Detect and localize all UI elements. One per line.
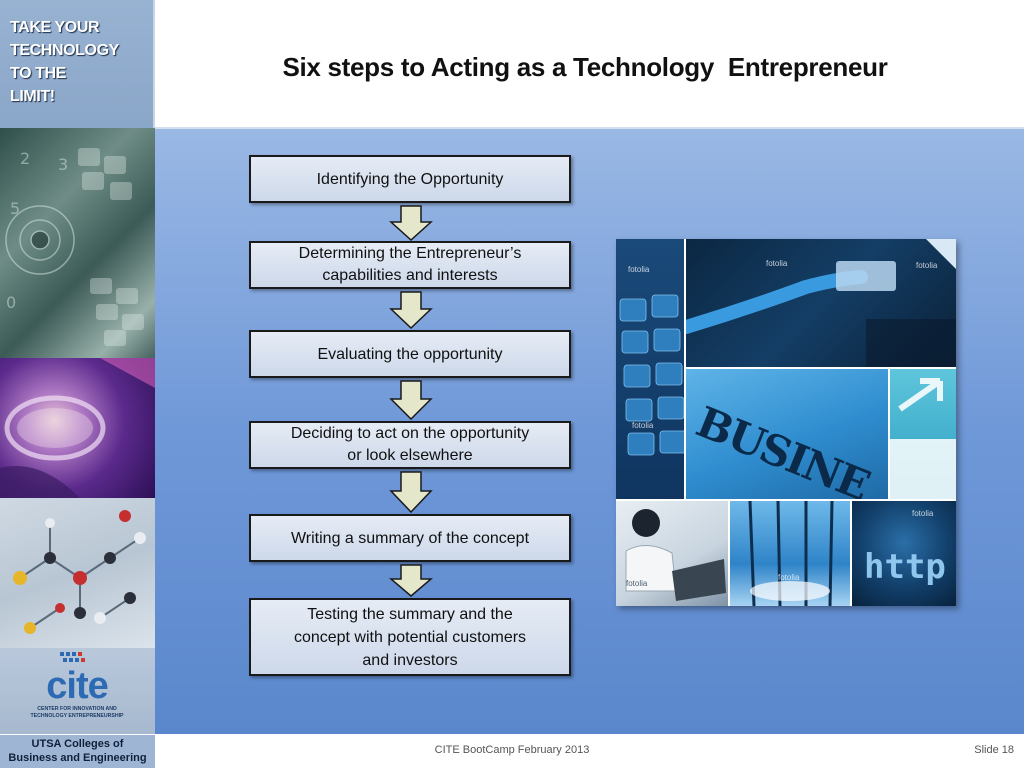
college-label-box: UTSA Colleges of Business and Engineerin… bbox=[0, 734, 155, 768]
cite-caption-line-1: CENTER FOR INNOVATION AND bbox=[37, 706, 117, 712]
watermark-label: fotolia bbox=[626, 579, 648, 588]
network-cable-tile: fotolia fotolia bbox=[686, 239, 956, 367]
sidebar: TAKE YOUR TECHNOLOGY TO THE LIMIT! bbox=[0, 0, 155, 768]
business-headline: BUSINE bbox=[689, 397, 876, 499]
step-5-line-1: Writing a summary of the concept bbox=[290, 529, 530, 547]
footer bbox=[155, 734, 1024, 768]
step-3-box: Evaluating the opportunity bbox=[249, 330, 571, 378]
footer-text: CITE BootCamp February 2013 bbox=[0, 744, 1024, 756]
svg-text:5: 5 bbox=[10, 199, 20, 218]
down-arrow-icon bbox=[389, 471, 433, 513]
business-newspaper-tile: BUSINE bbox=[686, 369, 888, 499]
college-label: UTSA Colleges of Business and Engineerin… bbox=[0, 737, 155, 765]
watermark-label: fotolia bbox=[778, 573, 800, 582]
down-arrow-icon bbox=[389, 564, 433, 597]
slide-number: Slide 18 bbox=[974, 744, 1014, 756]
watermark-label: fotolia bbox=[766, 259, 788, 268]
step-6-line-3: and investors bbox=[362, 651, 458, 669]
college-line-1: UTSA Colleges of bbox=[31, 738, 124, 750]
watermark-label: fotolia bbox=[628, 265, 650, 274]
http-text: http bbox=[864, 547, 946, 587]
svg-text:0: 0 bbox=[6, 293, 16, 312]
step-6-line-1: Testing the summary and the bbox=[307, 605, 513, 623]
http-tile: http fotolia bbox=[852, 501, 956, 606]
tagline-line-3: TO THE bbox=[10, 65, 66, 82]
step-2-line-2: capabilities and interests bbox=[322, 267, 498, 284]
scientist-photo bbox=[0, 358, 155, 498]
step-3-line-1: Evaluating the opportunity bbox=[317, 345, 503, 363]
down-arrow-icon bbox=[389, 291, 433, 329]
step-6-line-2: concept with potential customers bbox=[293, 628, 527, 646]
step-1-line-1: Identifying the Opportunity bbox=[316, 170, 504, 188]
step-6-box: Testing the summary and the concept with … bbox=[249, 598, 571, 676]
tagline-line-1: TAKE YOUR bbox=[10, 19, 100, 36]
watermark-label: fotolia bbox=[916, 261, 938, 270]
cite-logo-text: cite bbox=[46, 665, 107, 707]
laptop-person-tile: fotolia bbox=[616, 501, 728, 606]
cite-caption-line-2: TECHNOLOGY ENTREPRENEURSHIP bbox=[30, 713, 124, 719]
molecules-photo bbox=[0, 498, 155, 648]
keyboard-photo: 2 3 5 0 bbox=[0, 128, 155, 358]
tagline: TAKE YOUR TECHNOLOGY TO THE LIMIT! bbox=[10, 16, 150, 108]
cite-logo: cite CENTER FOR INNOVATION AND TECHNOLOG… bbox=[0, 648, 155, 734]
college-line-2: Business and Engineering bbox=[8, 752, 147, 764]
svg-text:2: 2 bbox=[20, 149, 30, 168]
tagline-box: TAKE YOUR TECHNOLOGY TO THE LIMIT! bbox=[0, 0, 155, 128]
step-2-box: Determining the Entrepreneur’s capabiliti… bbox=[249, 241, 571, 289]
svg-text:3: 3 bbox=[58, 155, 68, 174]
tagline-line-2: TECHNOLOGY bbox=[10, 42, 119, 59]
step-5-box: Writing a summary of the concept bbox=[249, 514, 571, 562]
watermark-label: fotolia bbox=[632, 421, 654, 430]
glass-building-tile: fotolia bbox=[730, 501, 850, 606]
tagline-line-4: LIMIT! bbox=[10, 88, 55, 105]
watermark-label: fotolia bbox=[912, 509, 934, 518]
keyboard-tile: fotolia fotolia bbox=[616, 239, 684, 499]
step-4-line-1: Deciding to act on the opportunity bbox=[290, 425, 530, 442]
footer-label: CITE BootCamp February 2013 bbox=[434, 744, 590, 756]
step-4-box: Deciding to act on the opportunity or loo… bbox=[249, 421, 571, 469]
down-arrow-icon bbox=[389, 380, 433, 420]
slide-title: Six steps to Acting as a Technology Entr… bbox=[282, 52, 888, 82]
down-arrow-icon bbox=[389, 205, 433, 241]
step-4-line-2: or look elsewhere bbox=[347, 447, 473, 464]
teal-arrow-tile bbox=[890, 369, 956, 499]
step-1-box: Identifying the Opportunity bbox=[249, 155, 571, 203]
business-collage-image: fotolia fotolia fotolia fotolia BUSINE f… bbox=[616, 239, 956, 606]
step-2-line-1: Determining the Entrepreneur’s bbox=[298, 245, 522, 262]
